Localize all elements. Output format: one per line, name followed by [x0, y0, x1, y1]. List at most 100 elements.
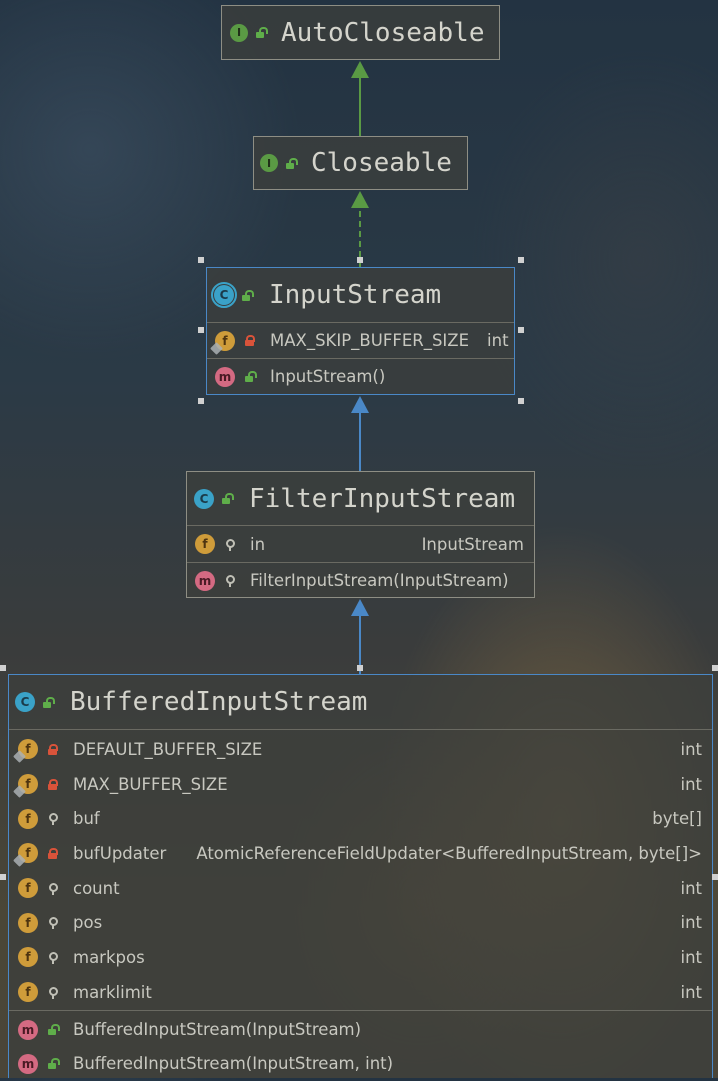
public-lock-icon: [41, 696, 55, 709]
field-name: DEFAULT_BUFFER_SIZE: [73, 739, 263, 759]
field-row[interactable]: f marklimit int: [9, 975, 712, 1010]
protected-key-icon: [223, 538, 236, 551]
class-icon: C: [194, 488, 214, 509]
field-type: InputStream: [421, 534, 524, 554]
method-name: BufferedInputStream(InputStream, int): [73, 1054, 394, 1073]
class-name: AutoCloseable: [281, 17, 485, 48]
arrowhead-inputstream: [351, 396, 369, 413]
field-row[interactable]: f bufUpdater AtomicReferenceFieldUpdater…: [9, 836, 712, 871]
resize-handle[interactable]: [357, 665, 363, 671]
field-type: int: [680, 878, 702, 898]
field-name: bufUpdater: [73, 843, 167, 863]
interface-icon: I: [230, 23, 248, 42]
resize-handle[interactable]: [198, 398, 204, 404]
field-type: int: [680, 774, 702, 794]
field-icon: f: [18, 982, 38, 1003]
private-lock-icon: [46, 778, 59, 791]
field-type: int: [680, 947, 702, 967]
public-lock-icon: [243, 370, 257, 383]
field-row[interactable]: f count int: [9, 871, 712, 906]
node-inputstream[interactable]: C InputStream f MAX_SKIP_BUFFER_SIZE int…: [206, 267, 515, 395]
node-bufferedinputstream[interactable]: C BufferedInputStream f DEFAULT_BUFFER_S…: [8, 674, 713, 1078]
resize-handle[interactable]: [518, 257, 524, 263]
field-type: AtomicReferenceFieldUpdater<BufferedInpu…: [196, 843, 702, 863]
field-name: buf: [73, 809, 100, 829]
node-autocloseable[interactable]: I AutoCloseable: [221, 5, 500, 60]
arrowhead-closeable: [351, 191, 369, 208]
field-icon: f: [18, 808, 38, 829]
method-icon: m: [18, 1053, 38, 1074]
public-lock-icon: [240, 289, 254, 302]
field-icon: f: [195, 534, 215, 554]
protected-key-icon: [46, 986, 59, 999]
protected-key-icon: [46, 951, 59, 964]
field-name: in: [250, 534, 266, 554]
field-row[interactable]: f markpos int: [9, 940, 712, 975]
field-row[interactable]: f pos int: [9, 905, 712, 940]
resize-handle[interactable]: [712, 665, 718, 671]
public-lock-icon: [46, 1023, 60, 1036]
field-name: MAX_BUFFER_SIZE: [73, 774, 228, 794]
field-type: int: [680, 982, 702, 1002]
resize-handle[interactable]: [198, 257, 204, 263]
field-name: markpos: [73, 947, 145, 967]
protected-key-icon: [223, 574, 236, 587]
method-row[interactable]: m InputStream(): [207, 359, 514, 394]
field-icon: f: [18, 912, 38, 933]
resize-handle[interactable]: [0, 665, 6, 671]
arrowhead-autocloseable: [351, 61, 369, 78]
private-lock-icon: [46, 743, 59, 756]
public-lock-icon: [220, 492, 234, 505]
field-type: int: [680, 913, 702, 933]
field-row[interactable]: f DEFAULT_BUFFER_SIZE int: [9, 732, 712, 767]
field-icon: f: [18, 878, 38, 899]
protected-key-icon: [46, 812, 59, 826]
method-name: FilterInputStream(InputStream): [250, 571, 509, 590]
resize-handle[interactable]: [0, 874, 6, 880]
resize-handle[interactable]: [518, 398, 524, 404]
class-name: BufferedInputStream: [70, 687, 368, 717]
node-filterinputstream[interactable]: C FilterInputStream f in InputStream m F…: [186, 471, 535, 598]
field-type: byte[]: [652, 809, 702, 829]
public-lock-icon: [46, 1057, 60, 1070]
interface-icon: I: [260, 154, 278, 172]
field-row[interactable]: f MAX_BUFFER_SIZE int: [9, 767, 712, 802]
static-field-icon: f: [18, 843, 38, 864]
field-name: MAX_SKIP_BUFFER_SIZE: [270, 331, 470, 350]
field-type: int: [487, 331, 509, 350]
resize-handle[interactable]: [518, 327, 524, 333]
arrowhead-filterinputstream: [351, 599, 369, 616]
field-row[interactable]: f buf byte[]: [9, 801, 712, 836]
public-lock-icon: [254, 26, 268, 39]
field-row[interactable]: f MAX_SKIP_BUFFER_SIZE int: [207, 323, 514, 358]
field-icon: f: [18, 947, 38, 968]
field-name: marklimit: [73, 982, 152, 1002]
method-row[interactable]: m FilterInputStream(InputStream): [187, 563, 534, 598]
field-row[interactable]: f in InputStream: [187, 526, 534, 562]
protected-key-icon: [46, 882, 59, 895]
node-closeable[interactable]: I Closeable: [253, 136, 468, 190]
class-icon: C: [15, 692, 35, 712]
static-field-icon: f: [18, 739, 38, 760]
public-lock-icon: [284, 157, 298, 170]
protected-key-icon: [46, 916, 59, 930]
static-field-icon: f: [18, 774, 38, 795]
private-lock-icon: [243, 334, 256, 347]
method-row[interactable]: m BufferedInputStream(InputStream): [9, 1013, 712, 1047]
method-name: InputStream(): [270, 367, 386, 386]
resize-handle[interactable]: [712, 874, 718, 880]
static-field-icon: f: [215, 330, 235, 351]
resize-handle[interactable]: [357, 257, 363, 263]
method-icon: m: [215, 366, 235, 387]
method-icon: m: [18, 1019, 38, 1040]
field-name: pos: [73, 913, 103, 933]
field-type: int: [680, 739, 702, 759]
method-row[interactable]: m BufferedInputStream(InputStream, int): [9, 1047, 712, 1081]
resize-handle[interactable]: [198, 327, 204, 333]
field-name: count: [73, 878, 120, 898]
class-name: InputStream: [269, 280, 442, 310]
abstract-class-icon: C: [211, 282, 237, 308]
class-name: FilterInputStream: [249, 483, 516, 514]
class-name: Closeable: [311, 148, 452, 178]
